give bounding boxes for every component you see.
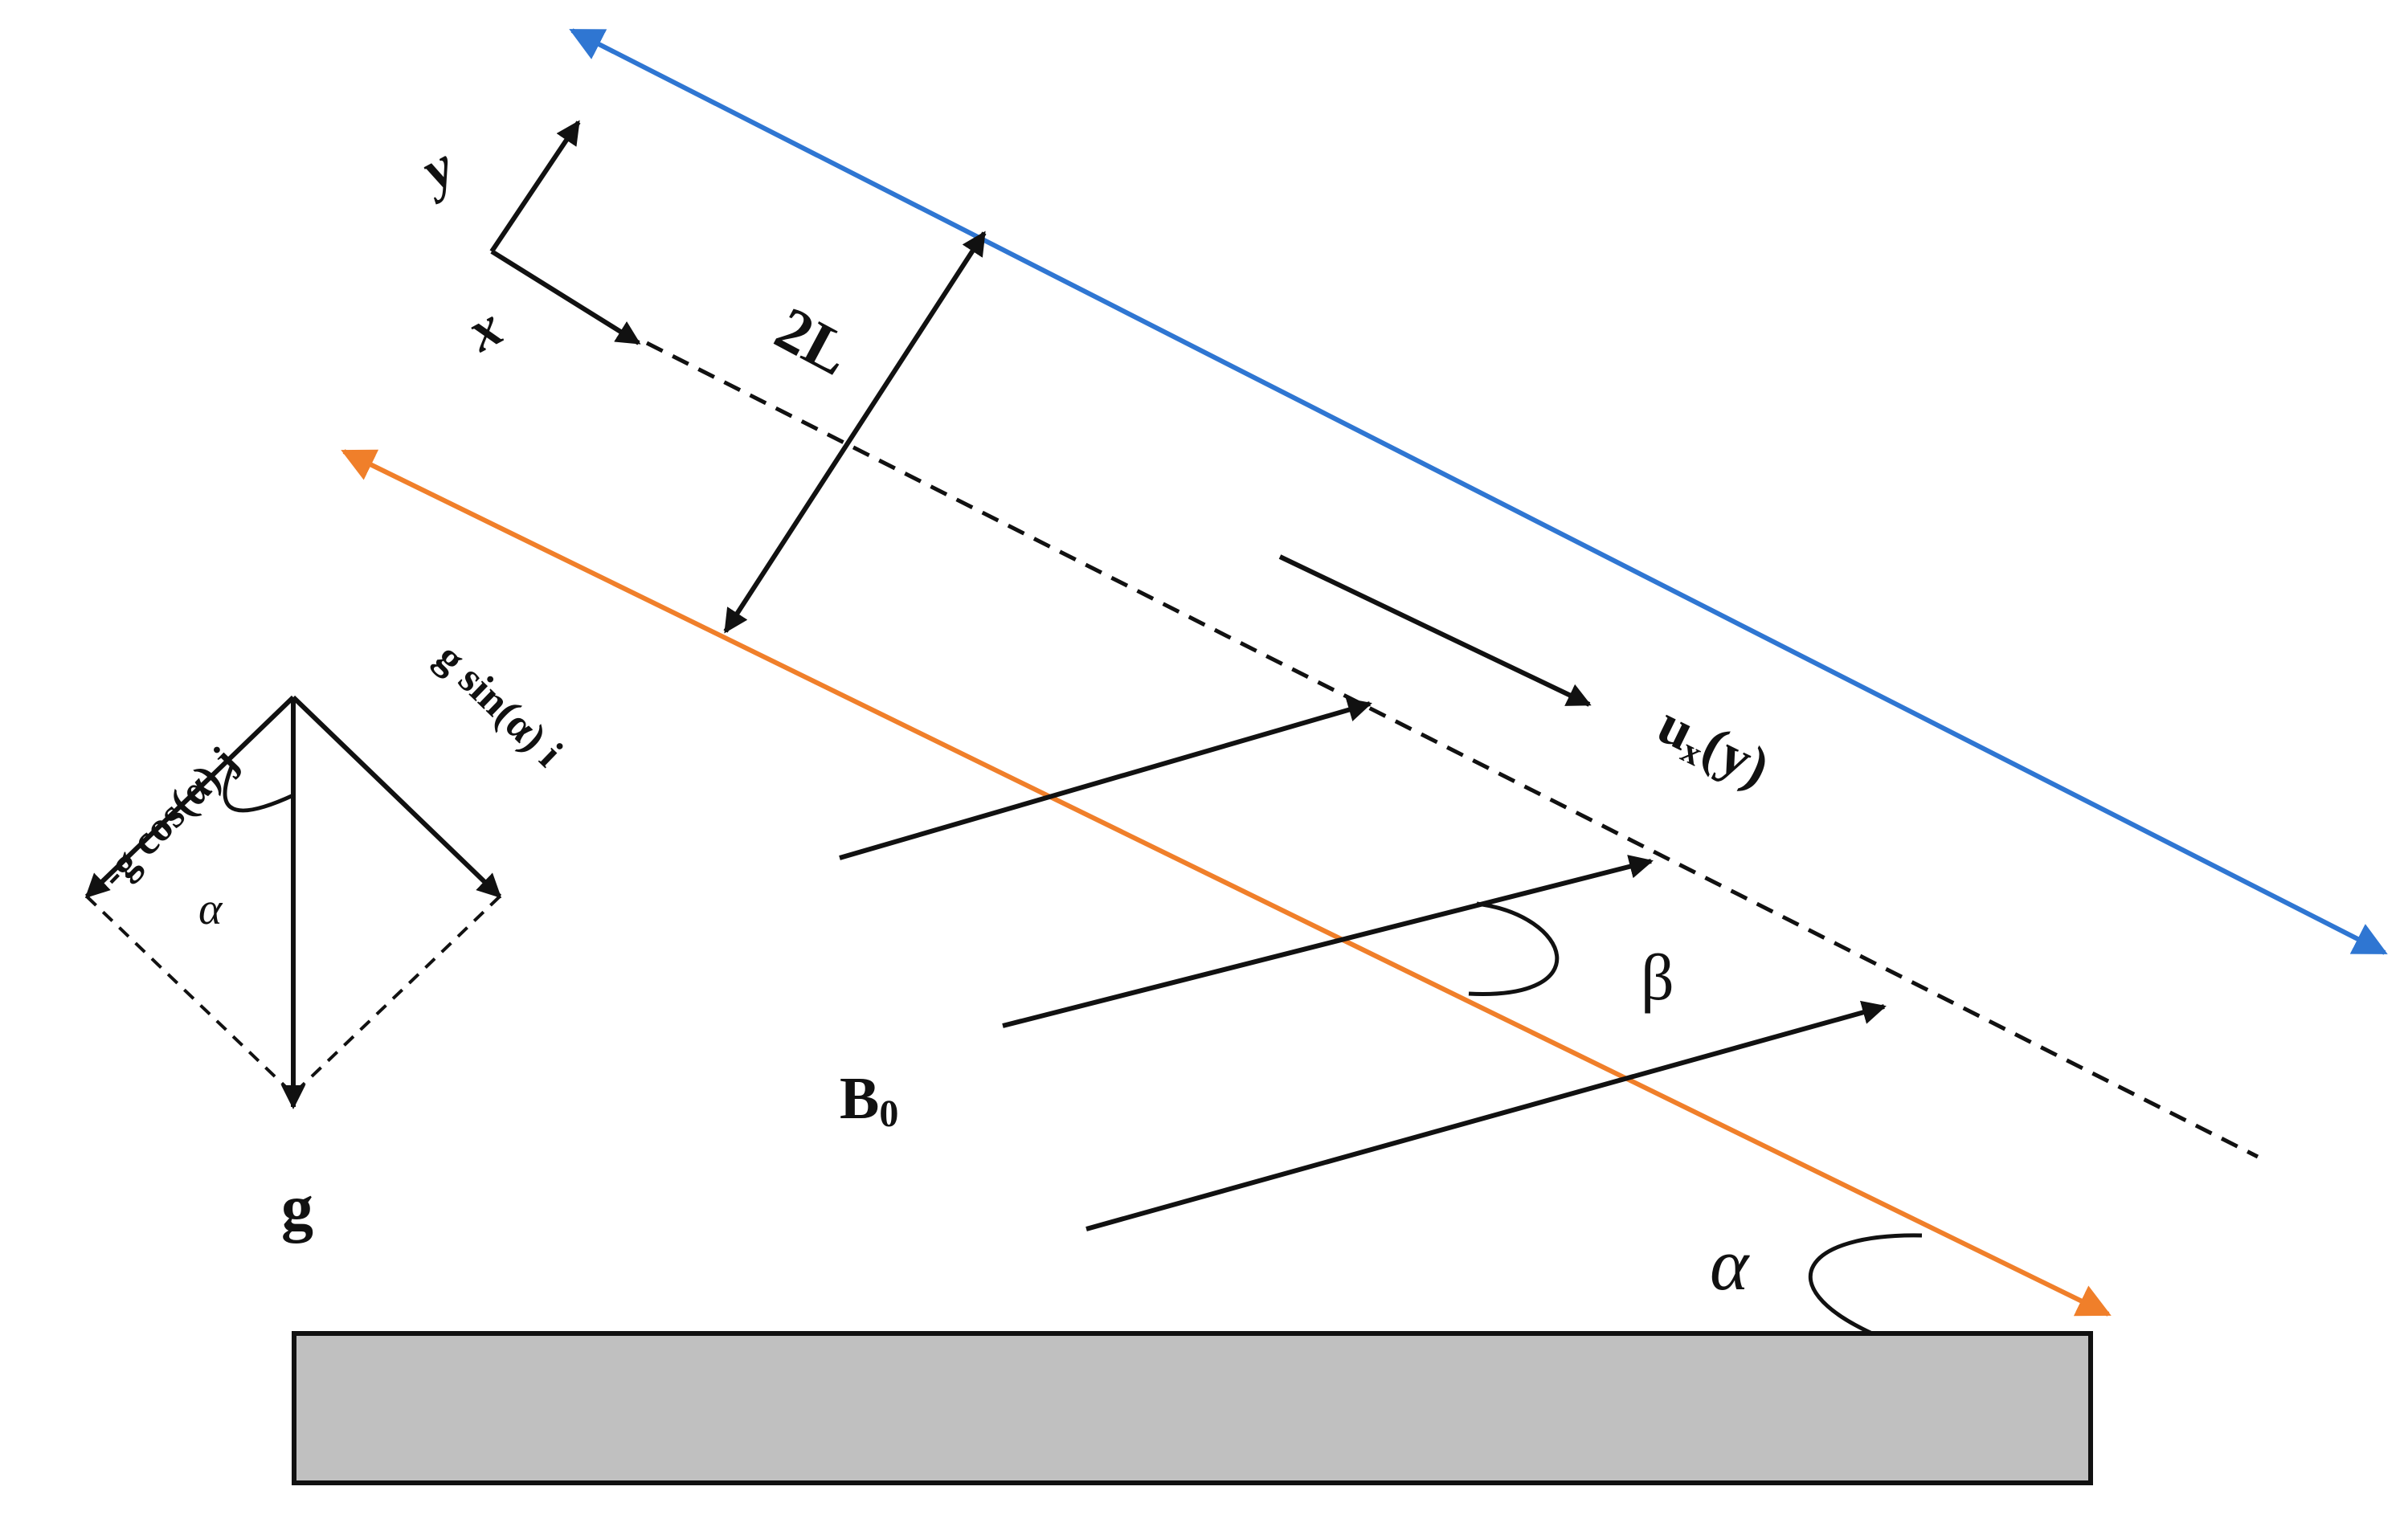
beta-label: β — [1641, 941, 1674, 1014]
gravity-decomposition: α -g cos(α) j g sin(α) i g — [84, 635, 571, 1243]
x-axis-label: x — [456, 294, 512, 365]
x-axis-arrow — [490, 249, 641, 345]
velocity-label: ux(y) — [1647, 693, 1779, 802]
magnetic-field-arrow-1 — [839, 698, 1372, 860]
gravity-tangent-label: g sin(α) i — [427, 635, 571, 776]
gravity-label: g — [281, 1173, 313, 1243]
upper-plate-line — [569, 28, 2388, 955]
beta-angle-arc — [1468, 901, 1560, 996]
incline-alpha-label: α — [1710, 1223, 1750, 1305]
flow-direction-arrow — [1278, 554, 1592, 707]
gravity-alpha-label: α — [198, 884, 223, 934]
y-axis-arrow — [489, 120, 581, 253]
gravity-tangent-component — [291, 695, 502, 899]
channel-centerline — [645, 341, 2259, 1159]
gap-2L-label: 2L — [765, 292, 862, 389]
parallelogram-left-dashed — [85, 895, 295, 1096]
magnetic-field-arrow-3 — [1085, 1000, 1887, 1231]
parallelogram-right-dashed — [292, 895, 501, 1096]
gravity-normal-label: -g cos(α) j — [91, 738, 247, 897]
gap-2L-arrow — [723, 231, 987, 634]
y-axis-label: y — [406, 133, 465, 206]
lower-plate-line — [341, 449, 2112, 1317]
gravity-alpha-arc — [223, 762, 295, 813]
magnetic-field-label: B0 — [840, 1066, 898, 1135]
gravity-normal-component — [84, 695, 296, 899]
magnetic-field-arrow-2 — [1002, 855, 1654, 1028]
ground-block — [292, 1331, 2093, 1485]
incline-angle-arc — [1808, 1233, 1923, 1336]
